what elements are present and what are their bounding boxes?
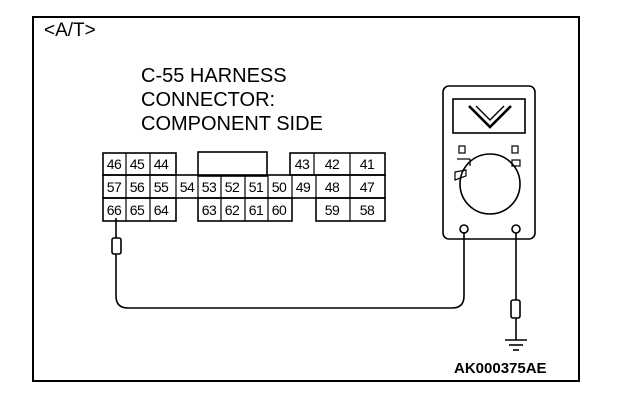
connector-pin-52: 52 <box>224 179 240 195</box>
connector-pin-64: 64 <box>153 202 169 218</box>
figure-code: AK000375AE <box>454 360 547 377</box>
ground-probe <box>510 233 521 340</box>
connector-pin-50: 50 <box>271 179 287 195</box>
title-line-3: COMPONENT SIDE <box>141 113 323 135</box>
title-line-2: CONNECTOR: <box>141 89 276 111</box>
connector-pin-61: 61 <box>248 202 264 218</box>
title-line-1: C-55 HARNESS <box>141 65 287 87</box>
connector-pin-60: 60 <box>271 202 287 218</box>
connector-pin-54: 54 <box>179 179 195 195</box>
connector-pin-49: 49 <box>295 179 311 195</box>
connector-pin-66: 66 <box>106 202 122 218</box>
connector-pin-43: 43 <box>294 156 310 172</box>
connector-pin-42: 42 <box>324 156 340 172</box>
connector-pin-59: 59 <box>324 202 340 218</box>
connector-pin-45: 45 <box>129 156 145 172</box>
connector-pin-41: 41 <box>359 156 375 172</box>
connector-pin-46: 46 <box>106 156 122 172</box>
test-probe-icon <box>111 218 122 262</box>
voltmeter-icon <box>442 85 536 240</box>
connector-pin-48: 48 <box>324 179 340 195</box>
transmission-tag: <A/T> <box>44 20 96 41</box>
connector-pin-56: 56 <box>129 179 145 195</box>
diagram-frame <box>32 16 580 382</box>
connector-pin-55: 55 <box>153 179 169 195</box>
connector-title: C-55 HARNESS CONNECTOR: COMPONENT SIDE <box>141 64 323 136</box>
connector-pin-53: 53 <box>201 179 217 195</box>
connector-pin-51: 51 <box>248 179 264 195</box>
lead-wire <box>115 232 465 309</box>
connector-pin-44: 44 <box>153 156 169 172</box>
connector-pin-58: 58 <box>359 202 375 218</box>
connector-pin-62: 62 <box>224 202 240 218</box>
connector-pin-63: 63 <box>201 202 217 218</box>
connector-pin-57: 57 <box>106 179 122 195</box>
connector-pin-47: 47 <box>359 179 375 195</box>
connector-cell-dividers <box>125 153 351 221</box>
connector-pin-65: 65 <box>129 202 145 218</box>
ground-icon <box>505 339 527 351</box>
